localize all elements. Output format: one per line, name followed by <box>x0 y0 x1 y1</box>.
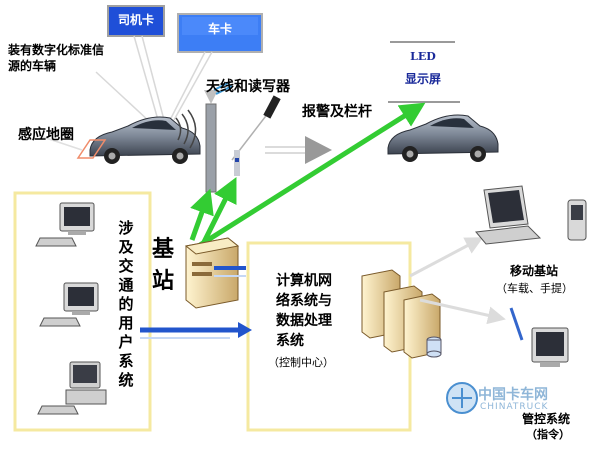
control-system-sub-label: （指令） <box>526 428 570 441</box>
driver-card <box>107 5 165 37</box>
watermark-logo <box>446 382 478 414</box>
computer-network-label-2: 络系统与 <box>276 293 332 309</box>
computer-network-label-3: 数据处理 <box>276 313 332 329</box>
led-label: LED <box>410 50 436 63</box>
car-card <box>177 13 263 53</box>
car-card-label: 车卡 <box>207 22 232 36</box>
reader-device <box>231 95 281 176</box>
radio-waves <box>175 109 197 149</box>
desktop-computer-2 <box>39 282 99 327</box>
vehicle-label: 装有数字化标准信源的车辆 <box>8 43 105 73</box>
antenna-reader-label: 天线和读写器 <box>206 79 290 95</box>
control-system-label: 管控系统 <box>522 412 571 426</box>
led-screen <box>388 41 460 103</box>
mobile-base-label: 移动基站 <box>510 264 559 278</box>
computer-network-label-1: 计算机网 <box>276 273 332 289</box>
gray-arrow <box>265 136 332 164</box>
user-system-label: 涉及交通的用户系统 <box>118 219 134 389</box>
base-station-label: 基站 <box>152 237 175 294</box>
green-arrows <box>189 102 426 252</box>
alarm-barrier-label: 报警及栏杆 <box>302 104 372 120</box>
laptop-icon <box>475 185 542 245</box>
watermark-en: CHINATRUCK <box>480 402 549 412</box>
desktop-computer-1 <box>35 202 95 247</box>
server-cluster <box>361 269 442 359</box>
control-center-label: （控制中心） <box>268 356 334 369</box>
car-vehicle-2 <box>387 114 499 162</box>
induction-loop-label: 感应地圈 <box>18 127 74 143</box>
control-monitor <box>531 327 569 367</box>
base-station-server <box>184 237 240 309</box>
led-screen-label: 显示屏 <box>404 72 441 86</box>
driver-card-label: 司机卡 <box>117 13 154 27</box>
watermark-cn: 中国卡车网 <box>478 387 548 403</box>
user-system-box <box>13 191 152 432</box>
blue-arrows <box>140 266 252 339</box>
induction-loop <box>76 139 107 159</box>
car-vehicle-1 <box>89 116 201 164</box>
antenna-pole <box>204 81 233 193</box>
computer-network-label-4: 系统 <box>276 333 304 349</box>
desktop-computer-3 <box>37 361 107 415</box>
mobile-base-sub-label: （车载、手提） <box>496 282 573 295</box>
handheld-device-icon <box>567 199 587 241</box>
gray-arrows-right <box>409 237 506 325</box>
card-lines <box>95 35 213 123</box>
